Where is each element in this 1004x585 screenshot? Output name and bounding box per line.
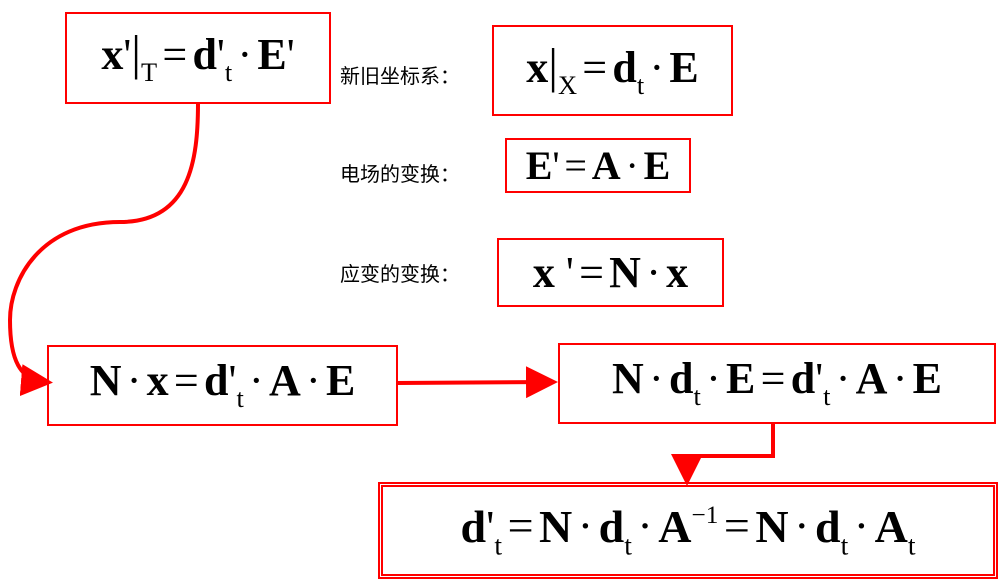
equation-result: d't=N·dt·A−1=N·dt·At	[460, 500, 916, 560]
equation-symbol: E	[325, 356, 356, 406]
right-arrow	[396, 366, 558, 399]
equation-symbol: N	[539, 500, 573, 552]
equation-symbol: =	[760, 354, 786, 404]
equation-original: x|X=dt·E	[526, 39, 699, 100]
equation-symbol: −1	[691, 500, 719, 529]
equation-symbol: t	[494, 528, 503, 560]
equation-symbol: X	[557, 69, 578, 100]
equation-symbol: d	[668, 354, 694, 404]
step1-box: N·x=d't·A·E	[47, 345, 398, 426]
equation-symbol: =	[564, 142, 587, 188]
equation-symbol: t	[907, 528, 916, 560]
equation-symbol: =	[173, 356, 199, 406]
equation-symbol: E	[643, 142, 671, 188]
equation-symbol: A	[268, 356, 301, 406]
equation-symbol: t	[840, 528, 849, 560]
equation-symbol: ·	[646, 247, 661, 297]
equation-symbol: t	[224, 57, 233, 88]
equation-symbol: x	[101, 30, 124, 80]
elbow-arrow	[671, 423, 775, 486]
equation-symbol: x	[532, 247, 555, 297]
equation-symbol: N	[755, 500, 789, 552]
equation-symbol: d	[790, 354, 816, 404]
equation-symbol: N	[609, 247, 641, 297]
equation-symbol: ·	[625, 142, 639, 188]
equation-symbol: '	[815, 354, 824, 404]
equation-symbol: =	[582, 42, 608, 92]
equation-symbol: =	[162, 30, 188, 80]
equation-symbol: t	[624, 528, 632, 560]
equation-symbol: E	[725, 354, 756, 404]
equation-symbol: ·	[249, 356, 264, 406]
equation-symbol: ·	[706, 354, 721, 404]
equation-symbol: ·	[126, 356, 142, 406]
primed-relation-box: x'|T=d't·E'	[65, 12, 331, 104]
field-transform-box: E'=A·E	[505, 138, 691, 193]
equation-symbol: A	[658, 500, 692, 552]
label-coord-systems: 新旧坐标系：	[340, 64, 460, 88]
equation-symbol: A	[855, 354, 888, 404]
equation-symbol: =	[723, 500, 750, 552]
equation-symbol: t	[636, 69, 645, 100]
equation-symbol: d	[192, 30, 217, 80]
equation-symbol: A	[591, 142, 621, 188]
curved-arrow	[7, 102, 200, 397]
result-box: d't=N·dt·A−1=N·dt·At	[378, 482, 998, 579]
equation-symbol: |	[548, 39, 558, 93]
equation-symbol: x	[666, 247, 689, 297]
equation-symbol: ·	[835, 354, 851, 404]
equation-symbol: ·	[794, 500, 810, 552]
label-strain-transform: 应变的变换：	[340, 262, 460, 286]
equation-symbol: t	[693, 381, 701, 412]
equation-symbol: E	[669, 42, 699, 92]
equation-symbol: ·	[649, 354, 664, 404]
original-relation-box: x|X=dt·E	[492, 25, 733, 116]
strain-transform-box: x '=N·x	[497, 238, 724, 307]
equation-symbol: ·	[637, 500, 653, 552]
equation-symbol: ·	[577, 500, 594, 552]
equation-symbol: t	[823, 381, 831, 412]
equation-symbol: '	[228, 356, 237, 406]
equation-step2: N·dt·E=d't·A·E	[612, 354, 942, 412]
equation-symbol: d	[612, 42, 637, 92]
equation-symbol: d	[814, 500, 841, 552]
equation-symbol: ·	[306, 356, 321, 406]
equation-symbol: x	[526, 42, 549, 92]
equation-symbol: ·	[237, 30, 253, 80]
equation-symbol: '	[552, 142, 560, 188]
step2-box: N·dt·E=d't·A·E	[558, 343, 996, 424]
equation-symbol: E	[525, 142, 553, 188]
equation-symbol: =	[579, 247, 604, 297]
equation-symbol: N	[89, 356, 122, 406]
equation-primed: x'|T=d't·E'	[101, 27, 295, 88]
equation-symbol: '	[486, 500, 495, 552]
equation-symbol: N	[612, 354, 644, 404]
equation-symbol: A	[874, 500, 908, 552]
equation-symbol: E	[912, 354, 942, 404]
equation-symbol: |	[131, 27, 141, 81]
equation-symbol: '	[123, 30, 132, 80]
equation-step1: N·x=d't·A·E	[89, 356, 356, 414]
equation-symbol: ·	[649, 42, 665, 92]
equation-field: E'=A·E	[525, 142, 671, 188]
label-field-transform: 电场的变换：	[340, 162, 460, 186]
equation-symbol: d	[460, 500, 487, 552]
equation-symbol: d	[598, 500, 625, 552]
equation-symbol: =	[507, 500, 534, 552]
equation-symbol: E	[257, 30, 287, 80]
equation-symbol: x	[146, 356, 169, 406]
equation-symbol: T	[140, 57, 158, 88]
equation-strain: x '=N·x	[532, 247, 689, 297]
equation-symbol: t	[236, 383, 244, 414]
equation-symbol: ·	[853, 500, 870, 552]
equation-symbol: '	[286, 30, 295, 80]
equation-symbol: d	[204, 356, 229, 406]
equation-symbol: ·	[892, 354, 908, 404]
equation-symbol: '	[216, 30, 225, 80]
equation-symbol: '	[554, 247, 574, 297]
